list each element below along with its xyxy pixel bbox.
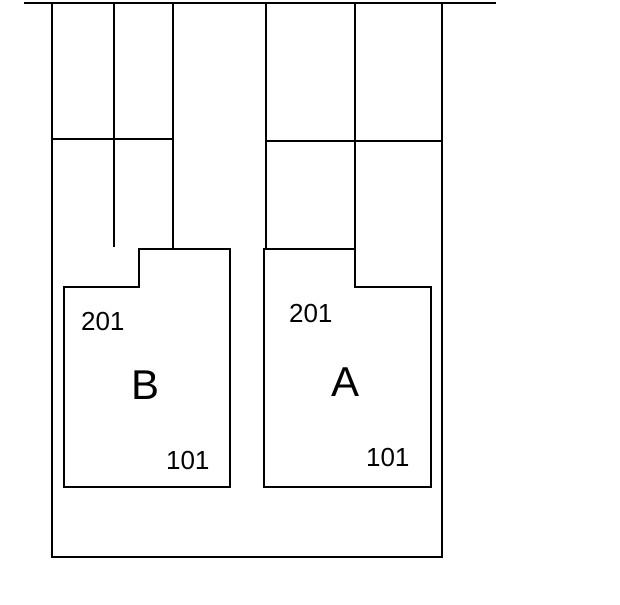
building-a-outline [263, 248, 432, 488]
building-b-outline [63, 248, 231, 488]
building-a-room-101: 101 [366, 442, 409, 472]
building-b-room-201: 201 [81, 306, 124, 336]
site-boundary [51, 3, 443, 558]
building-a-letter: A [331, 358, 359, 405]
building-b-room-101: 101 [166, 445, 209, 475]
building-a-room-201: 201 [289, 298, 332, 328]
building-b-letter: B [131, 361, 159, 408]
